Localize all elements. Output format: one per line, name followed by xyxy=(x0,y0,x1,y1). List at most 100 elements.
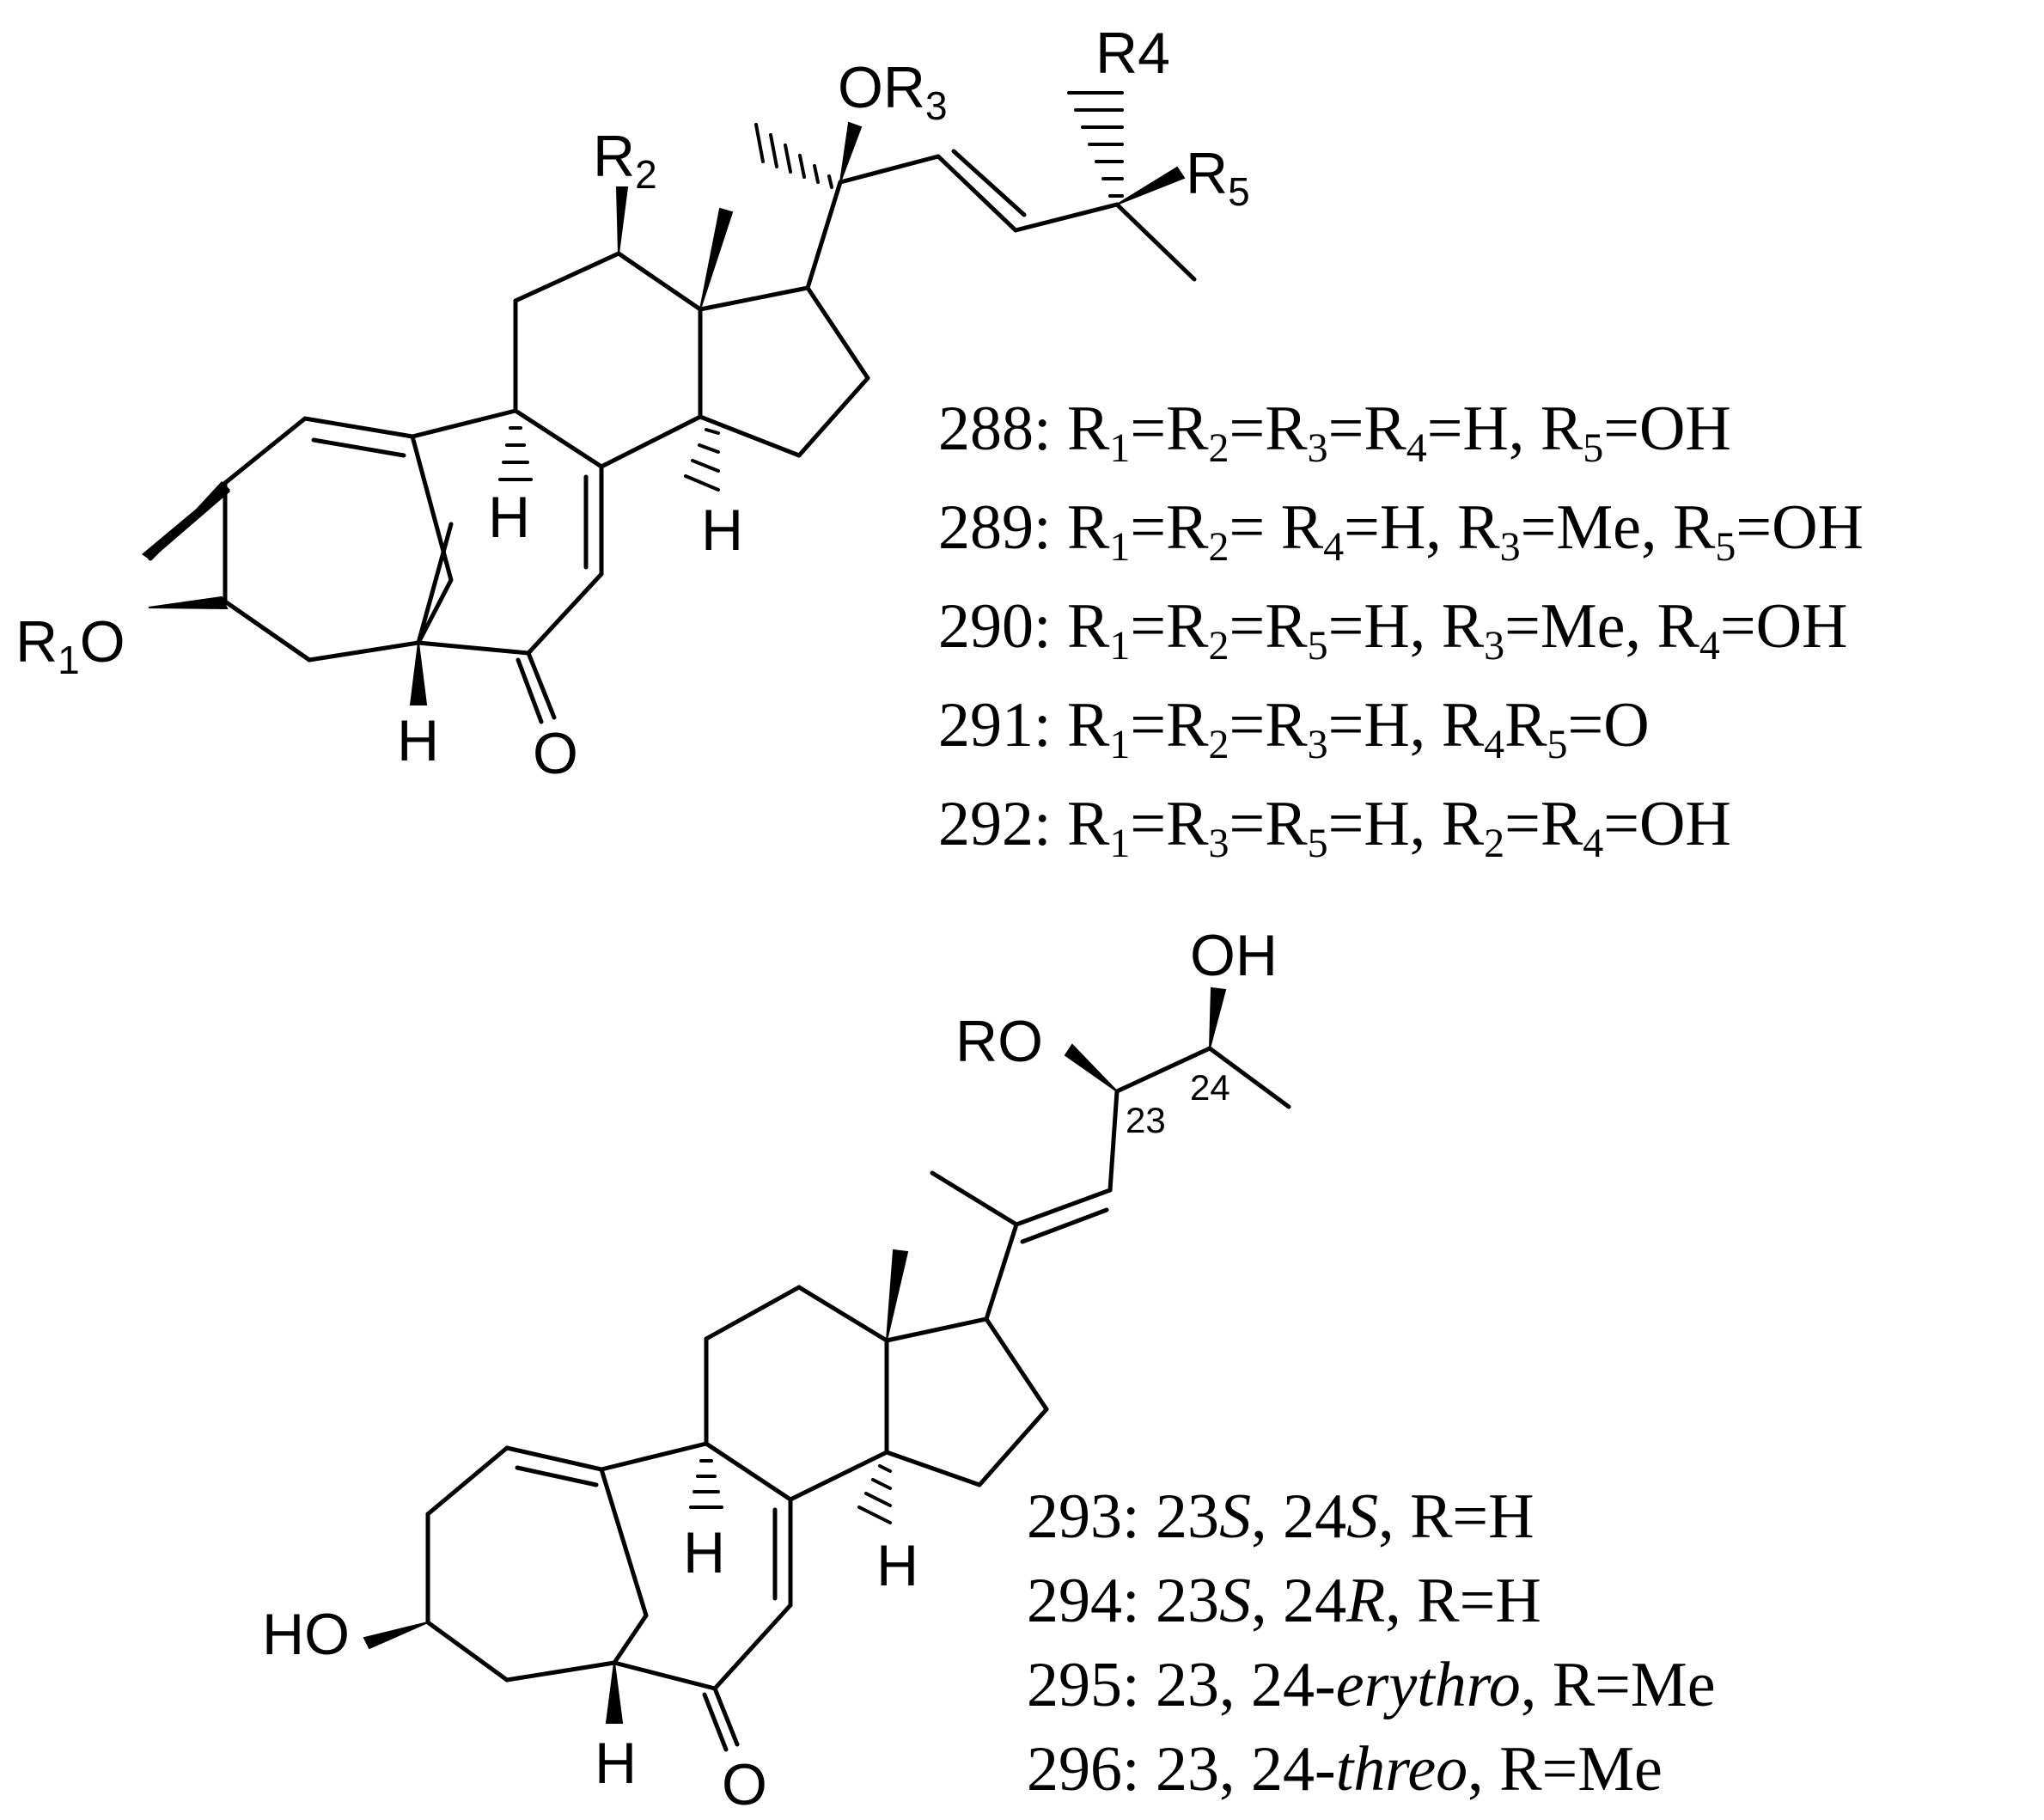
italic-descriptor: S xyxy=(1346,1481,1379,1552)
bond xyxy=(796,376,870,458)
legend-text: =H, R xyxy=(1327,789,1485,859)
legend-text: =Me, R xyxy=(1504,591,1699,662)
italic-descriptor: threo xyxy=(1335,1734,1468,1805)
label-h-c5: H xyxy=(397,708,439,773)
subscript: 1 xyxy=(1109,425,1131,471)
subscript: 5 xyxy=(1547,722,1568,767)
legend-text: =H, R xyxy=(1327,591,1485,662)
legend-text: =OH xyxy=(1603,789,1731,859)
italic-descriptor: erythro xyxy=(1335,1650,1521,1720)
subscript: 1 xyxy=(1109,722,1131,767)
subscript: 5 xyxy=(1307,821,1328,866)
label-r5: R5 xyxy=(1186,141,1250,214)
bond xyxy=(805,180,843,290)
bond xyxy=(698,414,802,458)
italic-descriptor: S xyxy=(1219,1481,1252,1552)
legend-295: 295: 23, 24-erythro, R=Me xyxy=(1027,1653,1716,1717)
bond xyxy=(712,1603,793,1691)
carbonyl-bond xyxy=(702,1692,729,1752)
bond xyxy=(612,1660,717,1691)
structure-top: R1O R2 OR3 R4 R5 H H H O xyxy=(15,21,1250,786)
legend-text: , R=Me xyxy=(1520,1650,1716,1720)
label-ro: RO xyxy=(955,1009,1043,1074)
label-o-keto: O xyxy=(533,721,578,786)
bond xyxy=(788,1450,889,1502)
double-bond-line xyxy=(1020,1207,1109,1244)
legend-text: , 24 xyxy=(1251,1481,1347,1552)
legend-text: =H, R xyxy=(1344,492,1500,563)
label-h-c9: H xyxy=(683,1520,725,1585)
subscript: 2 xyxy=(1208,722,1229,767)
bond xyxy=(513,251,621,303)
legend-text: =H, R xyxy=(1426,394,1583,464)
subscript: 1 xyxy=(1109,623,1131,669)
bond xyxy=(936,154,1018,233)
label-r1o: R1O xyxy=(15,609,125,682)
subscript: 4 xyxy=(1484,722,1505,767)
subscript: 5 xyxy=(1715,524,1736,570)
legend-text: , R=H xyxy=(1378,1481,1535,1552)
subscript: 2 xyxy=(1208,524,1229,570)
label-c24: 24 xyxy=(1190,1067,1230,1108)
bond xyxy=(884,1316,989,1343)
bond xyxy=(223,599,312,663)
wedge-c18 xyxy=(886,1249,909,1341)
wedge-r1o xyxy=(148,595,229,610)
bond xyxy=(984,1222,1019,1322)
legend-text: 291: R xyxy=(938,690,1110,760)
legend-text: =R xyxy=(1229,690,1308,760)
bond xyxy=(698,285,810,312)
legend-text: 295: 23, 24- xyxy=(1027,1650,1336,1720)
subscript: 3 xyxy=(1307,425,1328,471)
legend-288: 288: R1=R2=R3=R4=H, R5=OH xyxy=(938,394,1731,469)
hash-methyl-c20 xyxy=(754,123,833,189)
legend-text: =R xyxy=(1229,591,1308,662)
legend-text: 296: 23, 24- xyxy=(1027,1734,1336,1805)
legend-296: 296: 23, 24-threo, R=Me xyxy=(1027,1738,1663,1801)
subscript: 4 xyxy=(1699,623,1720,669)
wedge-h-c5 xyxy=(409,642,428,705)
double-bond-line xyxy=(951,149,1027,217)
hash-h-c9 xyxy=(498,426,533,481)
wedge-ho xyxy=(363,1622,429,1650)
legend-text: 289: R xyxy=(938,492,1110,563)
subscript: 1 xyxy=(1109,821,1131,866)
bond xyxy=(1114,202,1197,282)
bond xyxy=(1107,1089,1120,1193)
carbonyl-bond xyxy=(526,650,557,720)
bond xyxy=(526,571,604,656)
carbonyl-bond xyxy=(516,657,544,724)
legend-text: 290: R xyxy=(938,591,1110,662)
label-h-c9: H xyxy=(488,485,530,550)
legend-text: 288: R xyxy=(938,394,1110,464)
legend-text: 292: R xyxy=(938,789,1110,859)
legend-text: , R=H xyxy=(1385,1566,1541,1636)
bond xyxy=(513,408,604,469)
ring-a-bonds xyxy=(148,416,454,663)
legend-text: =R xyxy=(1130,690,1209,760)
label-or3: OR3 xyxy=(838,55,948,128)
bond xyxy=(599,1441,709,1472)
bond xyxy=(984,1316,1049,1412)
subscript: 2 xyxy=(1484,821,1505,866)
subscript: 5 xyxy=(1583,425,1604,471)
bond xyxy=(805,285,870,381)
subscript: 2 xyxy=(1208,623,1229,669)
label-oh: OH xyxy=(1190,923,1278,988)
subscript: 4 xyxy=(1323,524,1345,570)
legend-text: =R xyxy=(1229,789,1308,859)
bond xyxy=(884,1450,982,1487)
subscript: 3 xyxy=(1484,623,1505,669)
subscript: 3 xyxy=(1307,722,1328,767)
legend-text: = R xyxy=(1229,492,1324,563)
bond xyxy=(838,154,941,185)
bond xyxy=(410,408,518,439)
wedge-r5 xyxy=(1116,166,1186,205)
italic-descriptor: R xyxy=(1346,1566,1386,1636)
subscript: 2 xyxy=(1208,425,1229,471)
bond xyxy=(416,640,531,656)
bond xyxy=(1013,202,1120,233)
legend-text: =OH xyxy=(1736,492,1864,563)
